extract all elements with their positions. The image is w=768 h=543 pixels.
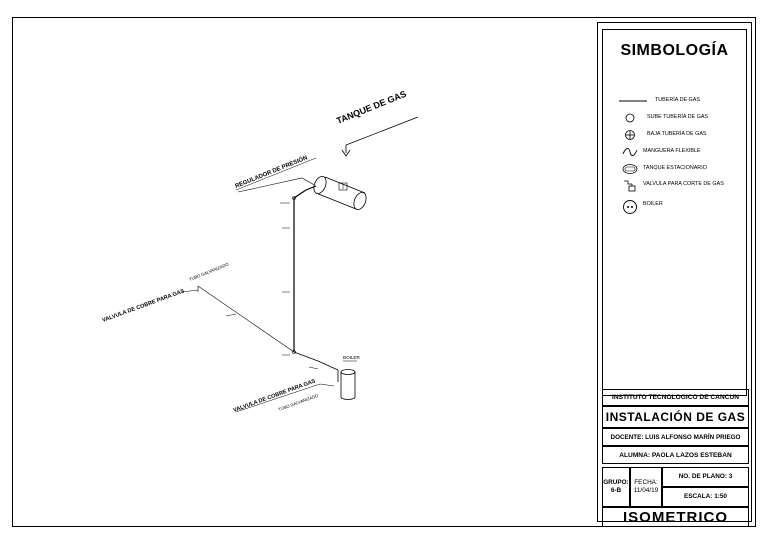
project-title-cell: INSTALACIÓN DE GAS — [602, 406, 749, 428]
boiler-icon — [619, 198, 641, 216]
stationary-tank-icon — [619, 162, 641, 176]
valve-bottom-leader — [235, 383, 335, 413]
legend-label: TANQUE ESTACIONARIO — [643, 165, 707, 171]
legend-item-tank: TANQUE ESTACIONARIO — [603, 162, 748, 176]
regulator-label: REGULADOR DE PRESIÓN — [234, 153, 309, 189]
boiler-symbol — [340, 369, 356, 400]
legend-label: VALVULA PARA CORTE DE GAS — [643, 181, 724, 187]
tank-leader — [345, 116, 419, 153]
valve-bottom-label: VALVULA DE COBRE PARA GAS — [233, 378, 317, 413]
group-cell: GRUPO: 6-B — [602, 467, 630, 507]
valve-left-leader — [181, 289, 199, 293]
legend-label: SUBE TUBERÍA DE GAS — [647, 114, 709, 120]
student-cell: ALUMNA: PAOLA LAZOS ESTEBAN — [602, 446, 749, 464]
legend-label: TUBERÍA DE GAS — [655, 97, 700, 103]
legend-item-pipe-up: SUBE TUBERÍA DE GAS — [603, 111, 748, 125]
teacher-cell: DOCENTE: LUIS ALFONSO MARÍN PRIEGO — [602, 428, 749, 446]
scale-cell: ESCALA: 1:50 — [662, 487, 749, 507]
legend-label: MANGUERA FLEXIBLE — [643, 148, 701, 154]
galv-pipe-top-label: TUBO GALVANIZADO — [189, 261, 230, 282]
title-panel: SIMBOLOGÍA TUBERÍA DE GAS SUBE TUBERÍA D… — [597, 22, 752, 527]
legend-item-valve: VALVULA PARA CORTE DE GAS — [603, 178, 748, 192]
dimension-ticks — [225, 202, 319, 370]
date-cell: FECHA: 11/04/19 — [630, 467, 662, 507]
legend-item-flex-hose: MANGUERA FLEXIBLE — [603, 145, 748, 159]
legend-box: SIMBOLOGÍA TUBERÍA DE GAS SUBE TUBERÍA D… — [602, 29, 747, 396]
regulator-underline — [235, 157, 317, 191]
legend-item-boiler: BOILER — [603, 198, 748, 216]
legend-item-gas-pipe: TUBERÍA DE GAS — [603, 94, 748, 108]
boiler-label: BOILER — [343, 355, 361, 360]
legend-title: SIMBOLOGÍA — [620, 42, 729, 59]
gas-pipe-line-icon — [619, 94, 647, 108]
tank-leader-arrow — [341, 149, 351, 157]
legend-label: BAJA TUBERÍA DE GAS — [647, 131, 707, 137]
tank-label: TANQUE DE GAS — [335, 89, 408, 126]
gas-piping — [197, 185, 339, 382]
stationary-tank — [313, 176, 367, 210]
shutoff-valve-icon — [619, 178, 641, 192]
legend-label: BOILER — [643, 201, 663, 207]
info-grid: GRUPO: 6-B FECHA: 11/04/19 NO. DE PLANO:… — [602, 467, 749, 507]
plan-number-cell: NO. DE PLANO: 3 — [662, 467, 749, 487]
flexible-hose-wave-icon — [619, 145, 641, 159]
institution-cell: INSTITUTO TECNOLOGICO DE CANCUN — [602, 389, 749, 406]
regulator-leader — [237, 177, 319, 193]
valve-left-label: VALVULA DE COBRE PARA GAS — [102, 288, 186, 323]
legend-item-pipe-down: BAJA TUBERÍA DE GAS — [603, 128, 748, 142]
sheet-type-cell: ISOMETRICO — [602, 507, 749, 527]
pipe-down-crossed-circle-icon — [619, 128, 641, 142]
pipe-up-circle-icon — [619, 111, 641, 125]
drawing-frame — [12, 17, 756, 527]
